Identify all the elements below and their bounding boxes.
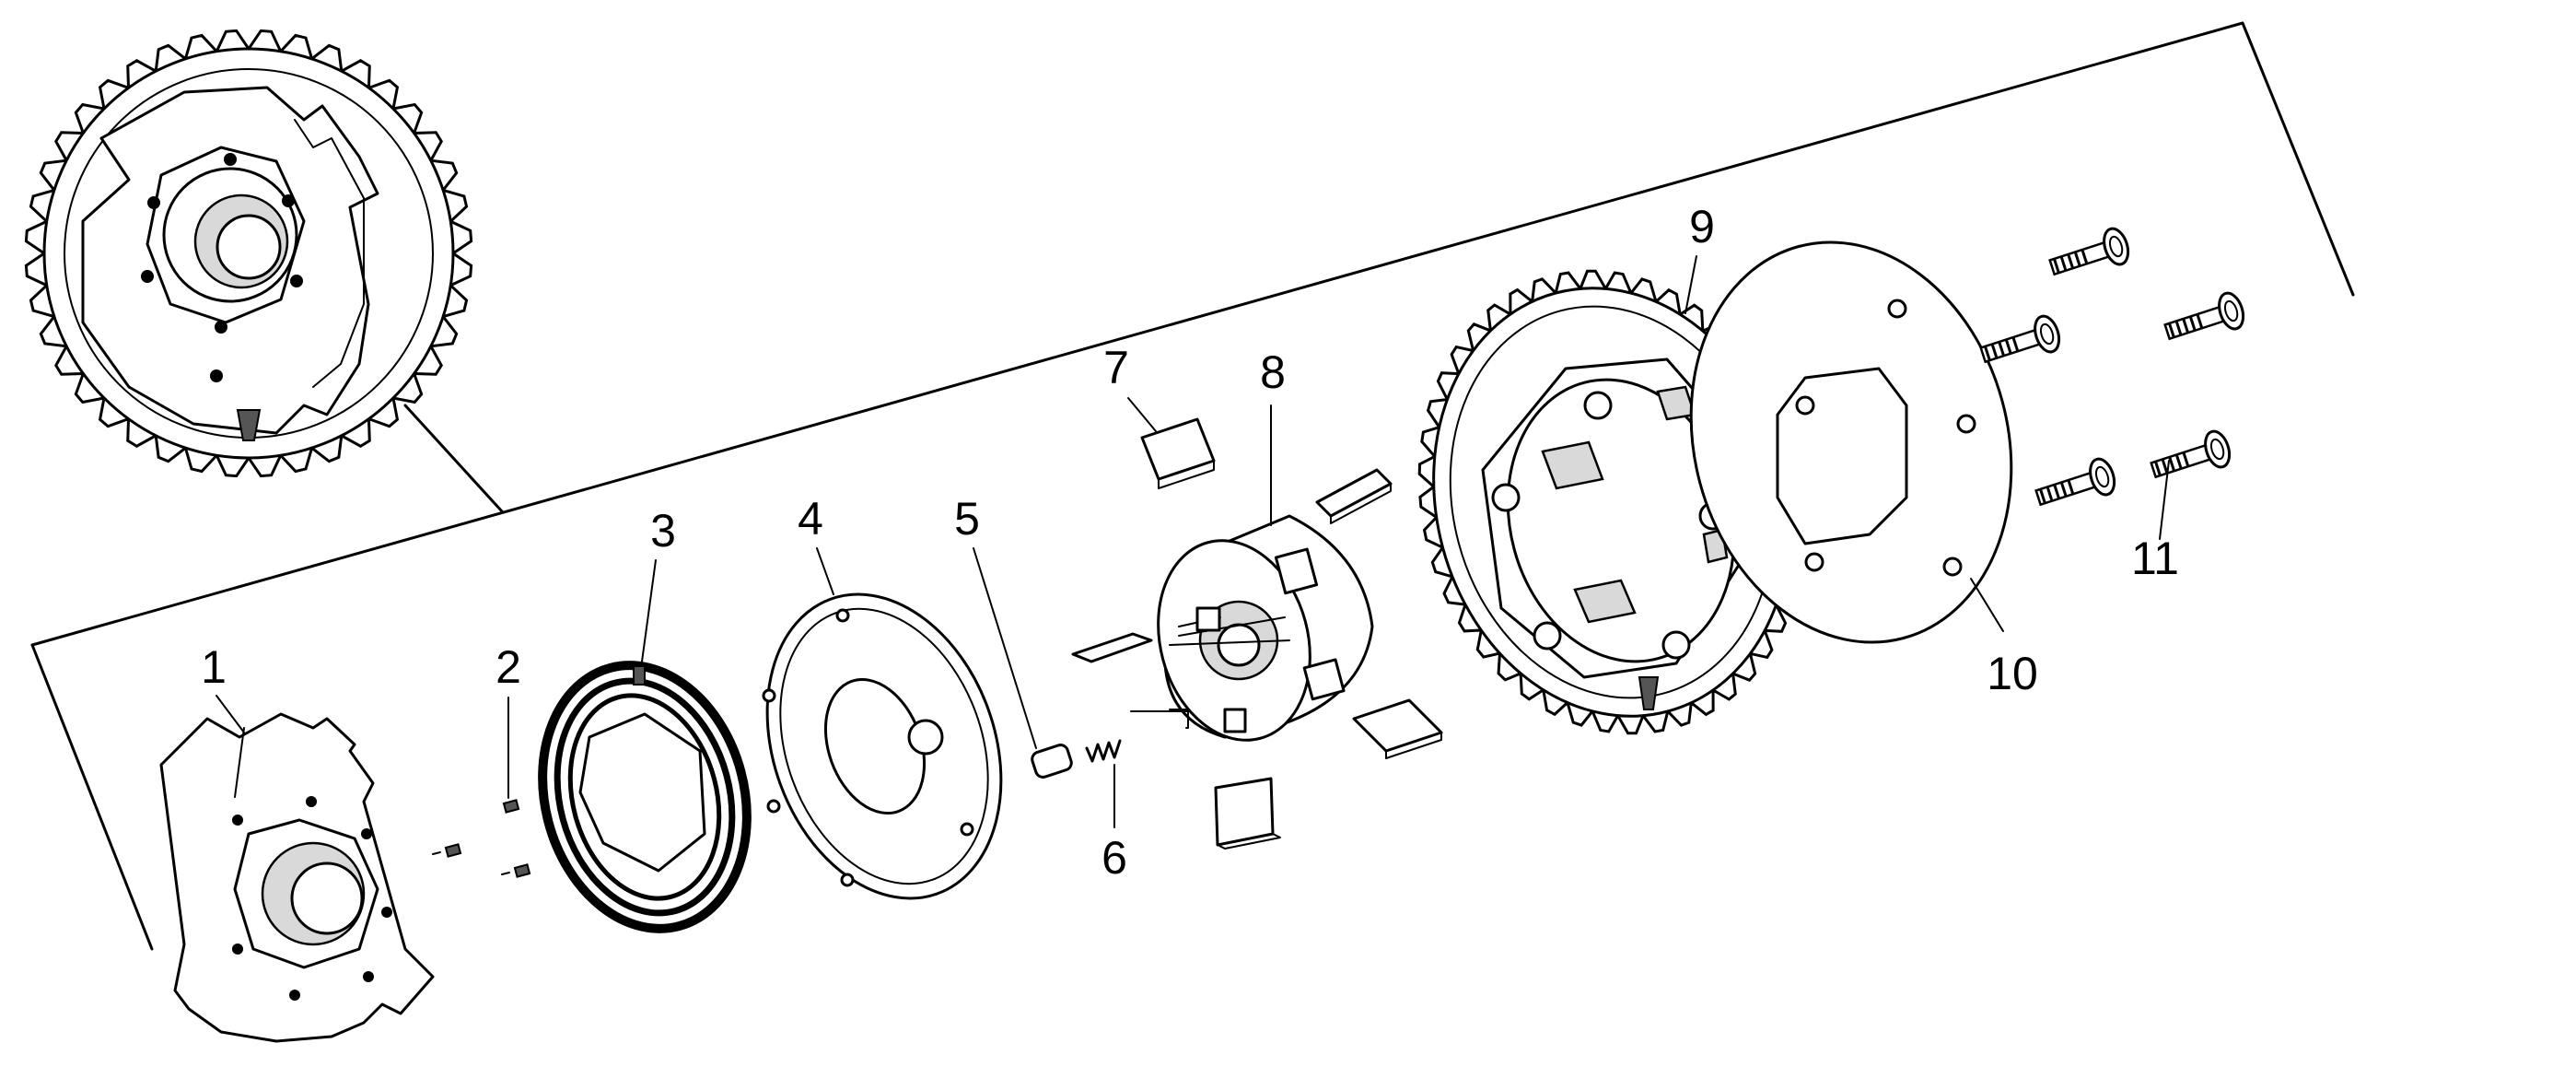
bolt <box>2150 429 2232 479</box>
part-10-front-cover <box>1689 240 2013 644</box>
part-3-spring <box>538 661 752 933</box>
part-1-cover-plate <box>159 712 435 1043</box>
leader-lines <box>216 255 2170 828</box>
bolt <box>2048 227 2130 276</box>
assembled-actuator-inset <box>24 29 473 478</box>
callout-7: 7 <box>1103 342 1129 393</box>
callout-2: 2 <box>495 641 521 693</box>
part-8-rotor <box>1130 514 1374 742</box>
callout-8: 8 <box>1260 346 1286 398</box>
bolt <box>2163 291 2245 341</box>
part-4-plate <box>762 592 1003 900</box>
bolt <box>2034 457 2116 507</box>
callout-6: 6 <box>1102 832 1127 884</box>
callout-5: 5 <box>954 493 980 545</box>
callout-4: 4 <box>798 493 823 545</box>
part-11-bolts <box>1979 227 2245 507</box>
callout-10: 10 <box>1987 648 2038 699</box>
bolt <box>1979 314 2061 364</box>
callout-1: 1 <box>201 641 227 693</box>
part-7-vanes <box>1071 417 1443 850</box>
callout-labels: 1 2 3 4 5 6 7 8 9 10 11 <box>201 201 2179 884</box>
part-5-lock-pin <box>1031 744 1073 779</box>
callout-11: 11 <box>2131 533 2179 584</box>
frame-bracket <box>30 21 2355 951</box>
callout-3: 3 <box>650 505 676 557</box>
callout-9: 9 <box>1689 201 1715 252</box>
part-6-small-spring <box>1085 739 1122 763</box>
part-2-pins <box>432 799 531 878</box>
